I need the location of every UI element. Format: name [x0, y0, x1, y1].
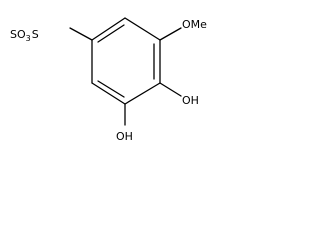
sulfonate-label: SO3S — [10, 28, 39, 43]
sulfonate-tail: S — [32, 28, 39, 41]
bond-sulfonate — [69, 27, 93, 41]
methoxy-label: OMe — [182, 18, 207, 31]
hydroxy-right-label: OH — [182, 94, 199, 107]
benzene-ring — [91, 17, 161, 105]
sulfonate-subscript: 3 — [26, 34, 31, 43]
ring-double-bond-top-left — [97, 24, 125, 43]
ring-bond-top-right — [124, 17, 161, 41]
chemical-structure: SO3S OMe OH OH — [10, 17, 207, 143]
hydroxy-bottom-label: OH — [116, 130, 133, 143]
ring-bond-top-left — [91, 17, 126, 41]
ring-bond-bottom-right — [124, 82, 161, 105]
bond-methoxy — [159, 27, 182, 41]
bond-hydroxy-right — [159, 82, 182, 97]
sulfonate-main: SO — [10, 28, 26, 41]
ring-bond-bottom-left — [91, 82, 126, 105]
ring-double-bond-bottom-left — [97, 80, 125, 98]
